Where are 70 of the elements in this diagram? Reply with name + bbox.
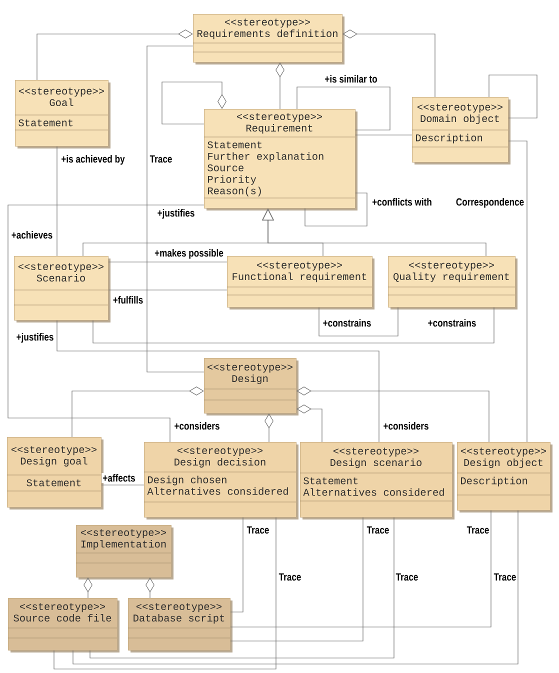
aggregation-connector (276, 62, 284, 110)
connector-line (355, 134, 412, 136)
attribute-text: Statement (208, 141, 262, 148)
edge-label: Trace (246, 524, 270, 536)
connector-line (101, 484, 144, 486)
edge-label: Trace (394, 572, 420, 582)
attribute-text: Reason(s) (208, 186, 261, 196)
aggregation-connector (264, 414, 274, 442)
class-name: Requirements definition (198, 30, 338, 40)
inheritance-arrow (262, 208, 486, 256)
edge-label: +is achieved by (60, 154, 126, 165)
edge-label: Trace (492, 572, 518, 582)
aggregation-connector (36, 30, 193, 80)
connector-line (488, 74, 538, 118)
stereotype-text: <<stereotype>> (236, 113, 322, 122)
aggregation-connector (146, 578, 154, 598)
role-label: +achieves (10, 230, 54, 240)
connector-line (90, 517, 394, 658)
stereotype-text: <<stereotype>> (256, 262, 342, 271)
attribute-text: Priority (208, 175, 256, 185)
aggregation-connector (162, 82, 226, 124)
connector-line (72, 510, 518, 664)
connector-line (508, 140, 528, 442)
connector-line (230, 517, 244, 612)
attribute-text: Statement (304, 477, 358, 484)
aggregation-connector (296, 404, 322, 442)
role-label: +considers (382, 420, 430, 432)
aggregation-connector (84, 578, 92, 598)
edge-label: +affects (102, 472, 136, 484)
connector-line (318, 307, 398, 336)
connector-line (56, 320, 380, 442)
class-name: Design scenario (330, 458, 422, 468)
edge-label: +constrains (426, 318, 478, 328)
connector-line (230, 517, 364, 642)
edge-label: +justifies (15, 332, 55, 343)
connector-line (296, 86, 390, 130)
edge-label: Correspondence (454, 196, 526, 208)
connector-line (56, 146, 58, 256)
attribute-text: Further explanation (208, 152, 324, 162)
stereotype-text: <<stereotype>> (408, 262, 494, 271)
edge-label: Trace (278, 572, 302, 582)
aggregation-connector (342, 30, 436, 98)
edge-label: +conflicts with (371, 196, 433, 208)
attribute-text: Design chosen (148, 476, 226, 486)
edge-label: Trace (366, 524, 390, 536)
edge-label: +fulfills (112, 294, 144, 306)
aggregation-connector (72, 386, 204, 438)
connector-line (230, 510, 492, 628)
edge-label: +justifies (156, 208, 196, 219)
attribute-text: Source (208, 164, 244, 172)
edge-label: Trace (466, 524, 490, 536)
class-name: Quality requirement (394, 272, 509, 282)
edge-label: +makes possible (154, 248, 224, 259)
aggregation-connector (296, 386, 490, 442)
connector-line (92, 307, 494, 344)
edge-label: +is similar to (324, 74, 378, 84)
connector-line (8, 204, 204, 442)
class-name: Design decision (174, 458, 266, 468)
stereotype-text: <<stereotype>> (333, 448, 418, 457)
connector-line (146, 46, 204, 372)
connector-line (304, 192, 368, 226)
attribute-text: Alternatives considered (147, 487, 288, 495)
attribute-text: Alternatives considered (303, 488, 444, 496)
stereotype-text: <<stereotype>> (177, 447, 262, 456)
class-name: Functional requirement (232, 272, 366, 282)
stereotype-text: <<stereotype>> (224, 18, 310, 28)
edge-label: Trace (148, 154, 174, 164)
edge-label: +constrains (322, 318, 372, 328)
class-name: Requirement (246, 124, 312, 134)
role-label: +considers (173, 420, 221, 432)
